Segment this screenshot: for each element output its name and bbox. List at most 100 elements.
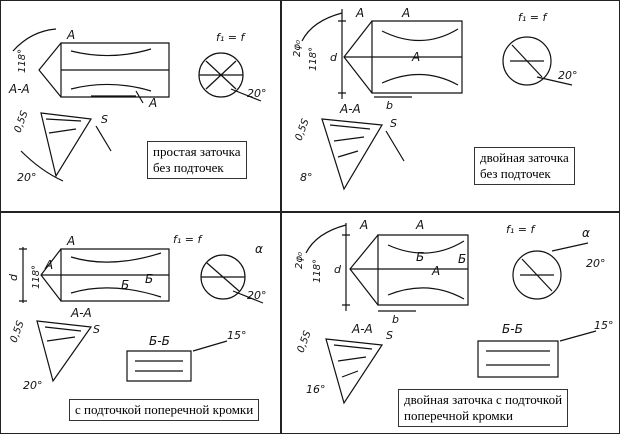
label-a2: А — [401, 6, 410, 20]
label-alpha: α — [255, 242, 263, 256]
section-angle-arc — [20, 150, 64, 182]
angle-15-line — [559, 330, 597, 342]
caption-thinning: с подточкой поперечной кромки — [69, 399, 260, 421]
drill-tip — [349, 234, 379, 306]
drill-end-view — [502, 36, 552, 86]
drill-body — [377, 234, 469, 306]
label-section-a-a: А-А — [70, 306, 92, 320]
label-section-b-b: Б-Б — [502, 322, 523, 336]
flute-lines — [344, 28, 462, 86]
section-b-b — [477, 340, 559, 378]
label-a1: А — [359, 218, 368, 232]
label-deg-lip: 20° — [558, 69, 578, 82]
label-b1: Б — [121, 278, 129, 292]
label-dim-s: S — [386, 329, 393, 342]
section-b-b — [126, 350, 192, 382]
label-dim-0-5s: 0,5S — [296, 329, 314, 354]
panel-simple-sharpening: А-А А А 118° f₁ = f 20° 20° 0,5S S прост… — [0, 0, 281, 212]
label-deg-sec: 8° — [300, 171, 313, 184]
caption-double-thinning: двойная заточка с подточкой поперечной к… — [398, 389, 569, 427]
drawing-double-thinning: А А А Б Б 2φ₀ 118° d b А-А Б-Б f₁ = f α … — [294, 218, 614, 405]
label-deg-lip: 20° — [247, 87, 267, 100]
section-a-a — [321, 118, 383, 191]
section-a-a — [40, 112, 93, 178]
label-d: d — [330, 51, 338, 64]
drill-body — [371, 20, 463, 94]
label-deg-sec: 20° — [23, 379, 43, 392]
end-view-lips — [199, 60, 243, 90]
end-view-lips — [510, 44, 544, 78]
drawing-simple: А-А А А 118° f₁ = f 20° 20° 0,5S S — [8, 28, 267, 184]
flute-lines — [350, 240, 468, 300]
label-deg-15: 15° — [227, 329, 247, 342]
label-f1-f: f₁ = f — [216, 31, 246, 44]
drill-end-view — [512, 250, 562, 300]
label-f1-f: f₁ = f — [518, 11, 548, 24]
label-deg-lip: 20° — [247, 289, 267, 302]
label-a2: А — [415, 218, 424, 232]
label-dim-s: S — [93, 323, 100, 336]
label-b2: Б — [145, 272, 153, 286]
label-b: b — [386, 99, 393, 112]
label-deg-lip: 20° — [586, 257, 606, 270]
end-view-lips — [201, 262, 245, 292]
label-b: b — [392, 313, 399, 326]
panel-chisel-thinning: d 118° А А Б Б А-А Б-Б f₁ = f α 20° 20° … — [0, 212, 281, 434]
lip-angle-line — [232, 290, 264, 304]
label-2phi: 2φ₀ — [292, 40, 303, 57]
section-hatch — [329, 124, 371, 158]
label-dim-s: S — [101, 113, 108, 126]
section-a-a — [36, 320, 93, 383]
section-hatch — [333, 344, 373, 378]
label-angle-118: 118° — [31, 265, 42, 289]
label-dim-0-5s: 0,5S — [294, 117, 312, 142]
lip-angle-line — [536, 76, 573, 86]
label-section-b-b: Б-Б — [149, 334, 170, 348]
dim-d-line — [342, 223, 350, 311]
label-d: d — [7, 273, 20, 281]
dim-d-line — [338, 9, 346, 99]
section-a-a — [325, 338, 384, 405]
section-b-b-hatch — [486, 350, 550, 366]
caption-simple: простая заточка без подточек — [147, 141, 247, 179]
label-a2: А — [148, 96, 157, 110]
label-deg-15: 15° — [594, 319, 614, 332]
alpha-line — [551, 242, 589, 252]
tip-angle-arc — [12, 28, 57, 52]
label-section-a-a: А-А — [339, 102, 361, 116]
end-view-lips — [520, 258, 554, 292]
drill-tip — [38, 42, 62, 98]
label-f1-f: f₁ = f — [506, 223, 536, 236]
label-b2: Б — [458, 252, 466, 266]
section-b-b-hatch — [135, 360, 183, 372]
label-angle-118: 118° — [312, 259, 323, 283]
drill-body — [60, 42, 170, 98]
label-section-a-a: А-А — [351, 322, 373, 336]
flute-lines — [41, 252, 169, 298]
caption-double: двойная заточка без подточек — [474, 147, 575, 185]
label-angle-118: 118° — [308, 47, 319, 71]
flute-lines — [61, 48, 169, 92]
label-dim-0-5s: 0,5S — [13, 109, 31, 134]
label-b1: Б — [416, 250, 424, 264]
label-section-a-a: А-А — [8, 82, 30, 96]
label-a1: А — [66, 28, 75, 42]
panel-double-sharpening: А А А 2φ₀ 118° d b А-А f₁ = f 20° 8° 0,5… — [281, 0, 620, 212]
lip-angle-line — [230, 88, 262, 102]
label-a2: А — [44, 258, 53, 272]
tip-angle-arc — [305, 224, 347, 254]
label-f1-f: f₁ = f — [173, 233, 203, 246]
dim-s-line — [385, 130, 405, 162]
label-angle-118: 118° — [17, 49, 28, 73]
dim-d-line — [19, 247, 27, 303]
label-d: d — [334, 263, 342, 276]
panel-double-with-thinning: А А А Б Б 2φ₀ 118° d b А-А Б-Б f₁ = f α … — [281, 212, 620, 434]
section-hatch — [44, 326, 82, 342]
label-a3: А — [431, 264, 440, 278]
label-dim-0-5s: 0,5S — [9, 319, 27, 344]
angle-15-line — [192, 340, 228, 352]
drawing-thinning: d 118° А А Б Б А-А Б-Б f₁ = f α 20° 20° … — [7, 233, 267, 392]
label-a1: А — [355, 6, 364, 20]
section-hatch — [45, 118, 82, 134]
